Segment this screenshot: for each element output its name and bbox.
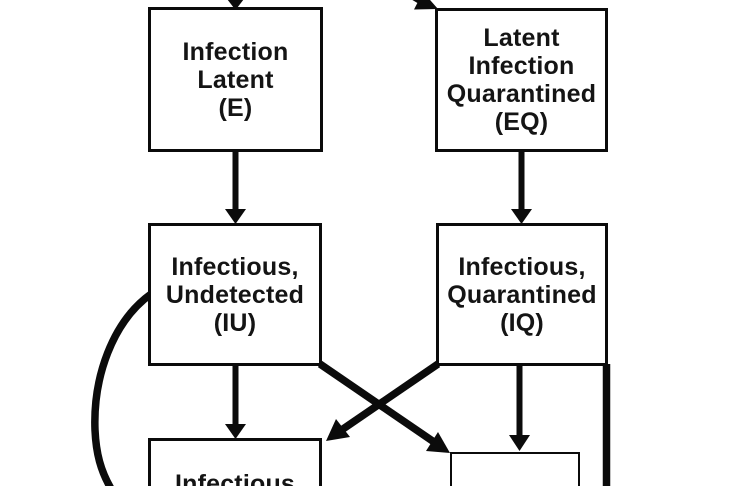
arrow-e-to-iu	[225, 150, 246, 224]
node-latent-infection-quarantined: Latent Infection Quarantined (EQ)	[435, 8, 608, 152]
node-infectious-partial-label: Infectious	[174, 470, 296, 486]
arrow-eq-to-iq	[511, 150, 532, 224]
node-infectious-quarantined-label: Infectious, Quarantined (IQ)	[447, 252, 597, 337]
node-infectious-partial: Infectious	[148, 438, 322, 486]
arrow-into-e	[227, 0, 244, 10]
node-latent-infection-quarantined-label: Latent Infection Quarantined (EQ)	[446, 24, 597, 136]
node-infectious-undetected-label: Infectious, Undetected (IU)	[165, 252, 305, 337]
arrow-into-eq	[412, 0, 438, 10]
arrow-iu-to-bottom-right-diagonal	[317, 360, 450, 453]
node-infection-latent-label: Infection Latent (E)	[182, 37, 289, 122]
arrow-iq-to-infectious-diagonal	[326, 360, 441, 441]
curve-iu-down-offscreen	[91, 290, 154, 486]
node-infectious-undetected: Infectious, Undetected (IU)	[148, 223, 322, 366]
arrow-iu-to-infectious	[225, 364, 246, 439]
node-unlabeled-bottom-right	[450, 452, 580, 486]
node-infectious-quarantined: Infectious, Quarantined (IQ)	[436, 223, 608, 366]
arrow-iq-to-bottom-right	[509, 364, 530, 451]
node-infection-latent: Infection Latent (E)	[148, 7, 323, 152]
